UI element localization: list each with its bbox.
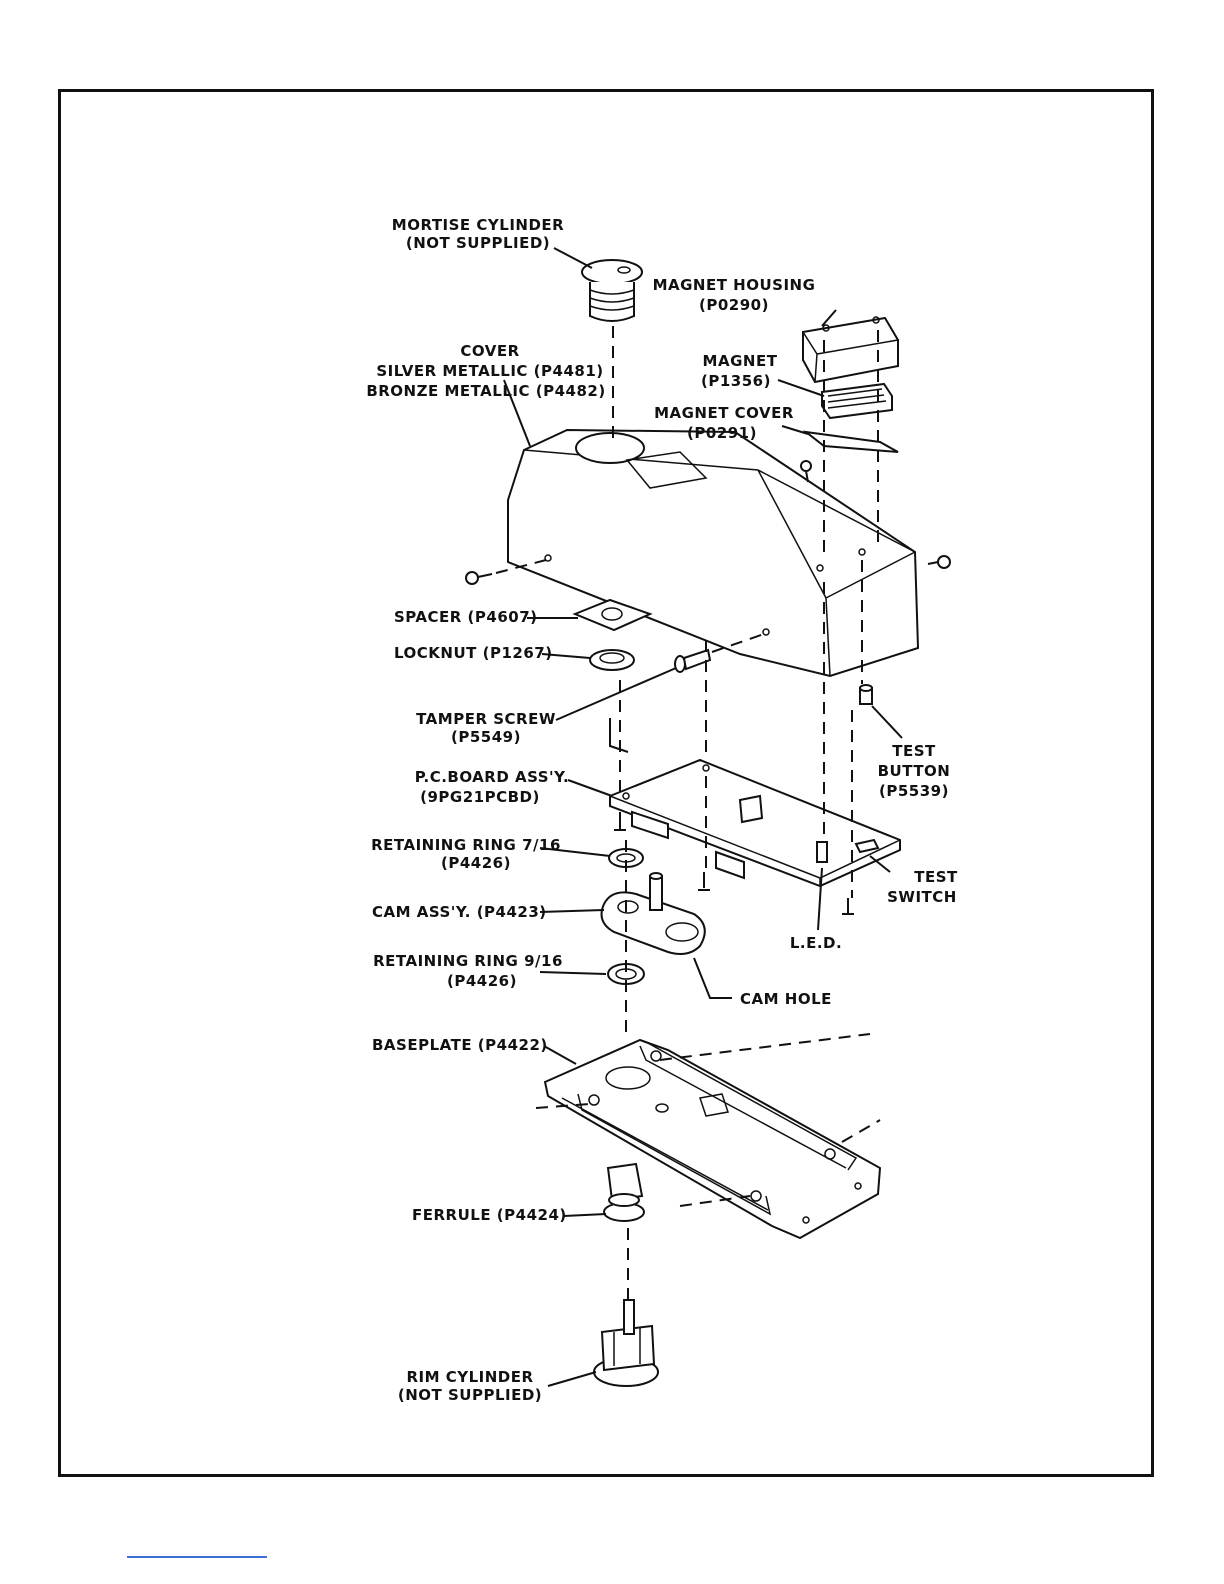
label-magnet-cover: MAGNET COVER (P0291) [654, 404, 794, 442]
svg-text:MAGNET HOUSING: MAGNET HOUSING [653, 276, 816, 294]
svg-text:SILVER METALLIC (P4481): SILVER METALLIC (P4481) [376, 362, 603, 380]
mortise-cylinder-part [581, 259, 643, 322]
label-mortise-cylinder: MORTISE CYLINDER (NOT SUPPLIED) [392, 216, 564, 252]
svg-text:P.C.BOARD ASS'Y.: P.C.BOARD ASS'Y. [415, 768, 569, 786]
label-rim-cylinder: RIM CYLINDER (NOT SUPPLIED) [398, 1368, 542, 1404]
label-cover: COVER SILVER METALLIC (P4481) BRONZE MET… [366, 342, 605, 400]
cover-screw [927, 555, 951, 569]
baseplate-part [543, 1038, 882, 1240]
svg-text:TEST: TEST [914, 868, 958, 886]
svg-text:RIM CYLINDER: RIM CYLINDER [406, 1368, 533, 1386]
svg-text:(NOT SUPPLIED): (NOT SUPPLIED) [406, 234, 550, 252]
magnet-cover-part [802, 430, 899, 453]
label-ferrule: FERRULE (P4424) [412, 1206, 567, 1224]
leader-lines [503, 247, 903, 1387]
label-test-button: TEST BUTTON (P5539) [878, 742, 951, 800]
label-tamper-screw: TAMPER SCREW (P5549) [416, 710, 556, 746]
label-cam-assembly: CAM ASS'Y. (P4423) [372, 903, 547, 921]
label-test-switch: TEST SWITCH [887, 868, 958, 906]
svg-text:(P4426): (P4426) [447, 972, 517, 990]
svg-text:(P5539): (P5539) [879, 782, 949, 800]
test-button-part [859, 684, 873, 705]
cover-screw [465, 571, 493, 585]
cover-part [507, 428, 920, 678]
assembly-axis [535, 1103, 591, 1109]
svg-text:(NOT SUPPLIED): (NOT SUPPLIED) [398, 1386, 542, 1404]
svg-text:MAGNET COVER: MAGNET COVER [654, 404, 794, 422]
label-magnet-housing: MAGNET HOUSING (P0290) [653, 276, 816, 314]
label-retaining-ring-716: RETAINING RING 7/16 (P4426) [371, 836, 561, 872]
board-bracket-line [609, 718, 629, 753]
rim-cylinder-part [593, 1299, 659, 1387]
svg-text:TEST: TEST [892, 742, 936, 760]
svg-text:(P1356): (P1356) [701, 372, 771, 390]
label-baseplate: BASEPLATE (P4422) [372, 1036, 548, 1054]
label-locknut: LOCKNUT (P1267) [394, 644, 553, 662]
label-spacer: SPACER (P4607) [394, 608, 538, 626]
svg-text:TAMPER SCREW: TAMPER SCREW [416, 710, 556, 728]
assembly-axis [711, 633, 765, 653]
label-led: L.E.D. [790, 934, 842, 952]
pc-board-part [609, 758, 901, 888]
ferrule-part [603, 1162, 645, 1222]
magnet-housing-part [802, 316, 899, 384]
footer-rule [127, 1556, 267, 1558]
assembly-axis [495, 559, 547, 574]
svg-text:BUTTON: BUTTON [878, 762, 951, 780]
cam-assembly-part [600, 872, 706, 955]
svg-text:BRONZE METALLIC (P4482): BRONZE METALLIC (P4482) [366, 382, 605, 400]
svg-text:(P0290): (P0290) [699, 296, 769, 314]
magnet-part [821, 382, 893, 420]
label-retaining-ring-916: RETAINING RING 9/16 (P4426) [373, 952, 563, 990]
locknut-part [589, 649, 635, 671]
svg-text:MORTISE CYLINDER: MORTISE CYLINDER [392, 216, 564, 234]
svg-text:(P0291): (P0291) [687, 424, 757, 442]
cover-screw [800, 460, 812, 483]
diagram-frame [58, 89, 1154, 1477]
svg-text:(9PG21PCBD): (9PG21PCBD) [420, 788, 540, 806]
assembly-axis [659, 1033, 871, 1061]
label-magnet: MAGNET (P1356) [701, 352, 778, 390]
assembly-axis [679, 1195, 751, 1207]
svg-text:(P5549): (P5549) [451, 728, 521, 746]
svg-text:RETAINING RING 9/16: RETAINING RING 9/16 [373, 952, 563, 970]
spacer-part [572, 598, 653, 632]
svg-text:MAGNET: MAGNET [703, 352, 778, 370]
svg-text:COVER: COVER [460, 342, 519, 360]
svg-text:SWITCH: SWITCH [887, 888, 957, 906]
svg-text:RETAINING RING 7/16: RETAINING RING 7/16 [371, 836, 561, 854]
label-pc-board: P.C.BOARD ASS'Y. (9PG21PCBD) [415, 768, 569, 806]
assembly-axis [841, 1119, 881, 1143]
board-screw [698, 872, 710, 891]
board-screw [614, 812, 626, 831]
label-cam-hole: CAM HOLE [740, 990, 832, 1008]
board-screw [842, 898, 854, 915]
tamper-screw-part [674, 648, 712, 673]
svg-text:(P4426): (P4426) [441, 854, 511, 872]
